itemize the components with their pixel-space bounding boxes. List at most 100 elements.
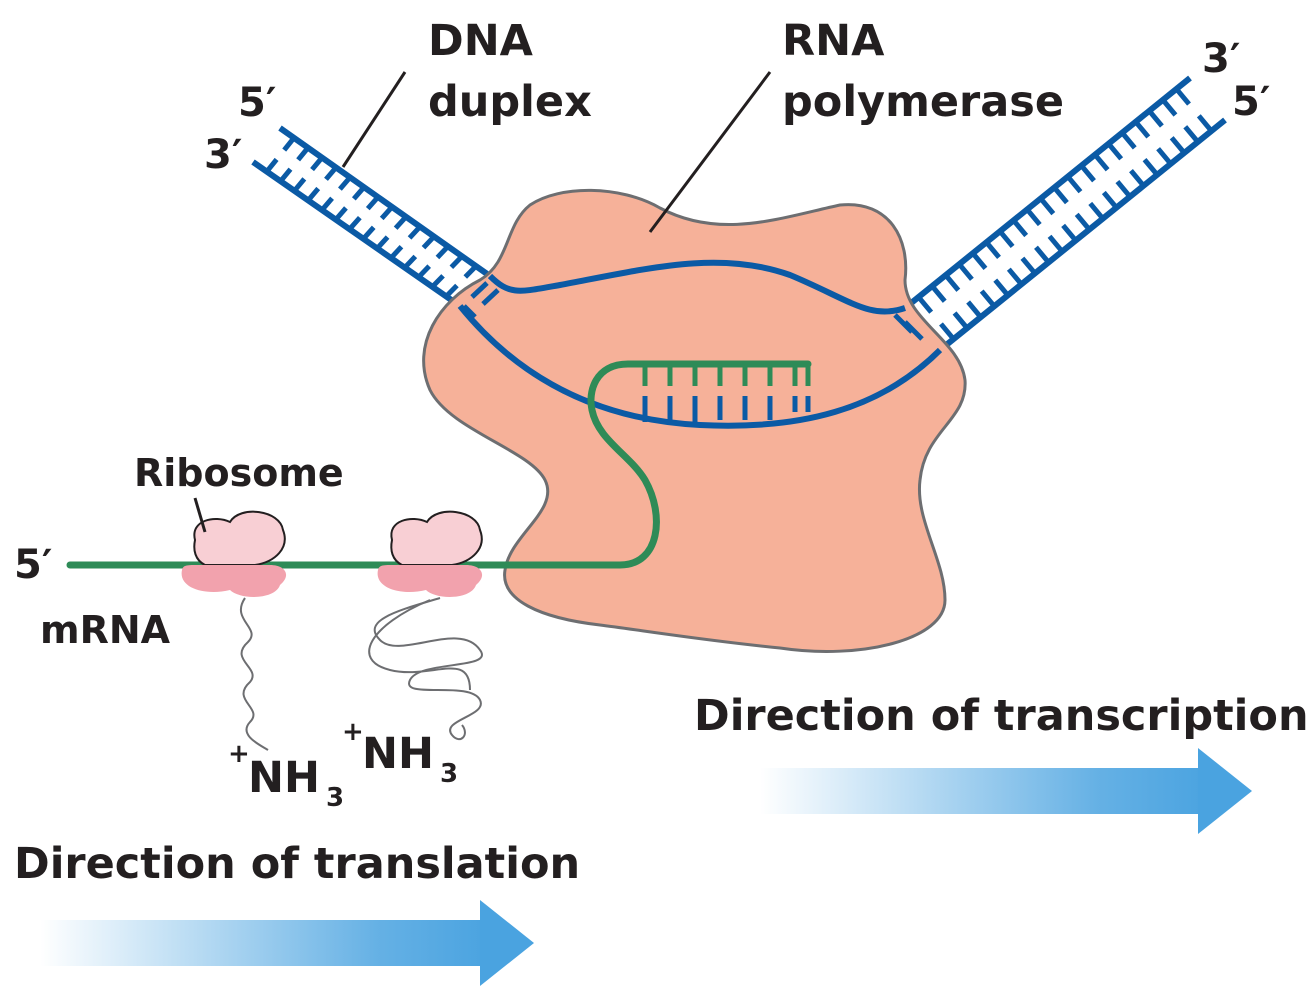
ribosome-label: Ribosome bbox=[134, 451, 344, 495]
dna-base-pair bbox=[957, 262, 974, 281]
dna-base-pair bbox=[444, 283, 459, 299]
dna-base-pairs-right bbox=[916, 87, 1214, 341]
svg-text:+: + bbox=[228, 739, 250, 769]
dna-base-pair bbox=[1183, 125, 1200, 144]
translation-direction-arrow bbox=[40, 900, 534, 986]
right-strand-3prime-label: 3′ bbox=[1202, 36, 1240, 82]
amino-terminus-label-1: + NH 3 bbox=[228, 739, 344, 813]
dna-base-pair bbox=[970, 251, 988, 270]
dna-duplex-left-arm bbox=[251, 125, 492, 309]
direction-of-translation-label: Direction of translation bbox=[14, 839, 580, 889]
dna-base-pair bbox=[365, 195, 380, 211]
right-strand-5prime-label: 5′ bbox=[1232, 79, 1270, 125]
svg-text:+: + bbox=[342, 717, 364, 747]
amino-terminus-label-2: + NH 3 bbox=[342, 717, 458, 789]
dna-base-pair bbox=[338, 175, 352, 191]
dna-base-pair bbox=[389, 245, 404, 260]
dna-base-pair bbox=[1156, 147, 1173, 166]
rna-transcript bbox=[66, 360, 812, 569]
dna-base-pair bbox=[943, 273, 961, 292]
dna-base-pair bbox=[435, 244, 450, 260]
dna-base-pair bbox=[1038, 196, 1056, 216]
dna-base-pair bbox=[393, 215, 408, 230]
dna-base-pairs-left bbox=[264, 136, 478, 299]
dna-base-pair bbox=[1034, 245, 1051, 264]
dna-base-pair bbox=[361, 225, 376, 241]
dna-base-pair bbox=[1020, 256, 1037, 275]
dna-base-pair bbox=[1011, 218, 1029, 238]
dna-base-pair bbox=[278, 167, 293, 183]
ribosome-1 bbox=[181, 510, 287, 751]
dna-base-pair bbox=[1147, 109, 1164, 128]
dna-base-pair bbox=[320, 196, 334, 212]
dna-base-pair bbox=[1115, 179, 1132, 199]
dna-base-pair bbox=[993, 278, 1010, 297]
dna-base-pair bbox=[306, 186, 321, 203]
left-strand-3prime-label: 3′ bbox=[204, 132, 242, 178]
dna-base-pair bbox=[1106, 142, 1124, 161]
dna-base-pair bbox=[1047, 234, 1065, 254]
dna-base-pair bbox=[310, 156, 324, 172]
dna-base-pair bbox=[1120, 131, 1137, 150]
transcription-bubble bbox=[457, 259, 943, 429]
direction-of-transcription-label: Direction of transcription bbox=[694, 691, 1309, 741]
dna-base-pair bbox=[998, 229, 1015, 249]
dna-base-pair bbox=[916, 295, 934, 314]
rna-polymerase-label-line2: polymerase bbox=[782, 77, 1064, 127]
dna-base-pair bbox=[1025, 207, 1042, 227]
mrna-5prime-label: 5′ bbox=[14, 542, 52, 588]
dna-base-pair bbox=[1093, 153, 1110, 172]
dna-base-pair bbox=[449, 254, 464, 269]
dna-duplex-label-line2: duplex bbox=[428, 77, 592, 127]
dna-base-pair bbox=[1088, 201, 1105, 221]
dna-base-pair bbox=[379, 205, 394, 221]
left-strand-5prime-label: 5′ bbox=[238, 80, 276, 126]
dna-base-pair bbox=[402, 254, 418, 270]
dna-base-pair bbox=[966, 300, 983, 319]
rna-polymerase-label-line1: RNA bbox=[782, 16, 885, 66]
dna-base-pair bbox=[1174, 87, 1191, 106]
dna-base-pair bbox=[1074, 212, 1092, 232]
dna-base-pair bbox=[421, 234, 436, 250]
dna-base-pair bbox=[1169, 136, 1187, 155]
dna-base-pair bbox=[1065, 174, 1083, 194]
dna-base-pair bbox=[930, 284, 947, 303]
dna-base-pair bbox=[375, 235, 390, 251]
dna-base-pair bbox=[292, 177, 307, 193]
dna-base-pair bbox=[333, 206, 348, 222]
dna-base-pair bbox=[1196, 114, 1214, 133]
dna-base-pair bbox=[984, 240, 1001, 260]
svg-text:NH: NH bbox=[248, 753, 320, 803]
rna-dna-hybrid-pairs bbox=[642, 364, 811, 422]
svg-text:3: 3 bbox=[440, 759, 458, 789]
dna-base-pair bbox=[347, 215, 362, 231]
leader-lines bbox=[193, 71, 772, 533]
dna-base-pair bbox=[296, 146, 310, 162]
dna-base-pair bbox=[282, 136, 296, 152]
dna-base-pair bbox=[952, 311, 970, 330]
dna-base-pair bbox=[1006, 267, 1024, 286]
dna-base-pair bbox=[1052, 185, 1069, 205]
dna-base-pair bbox=[351, 185, 366, 201]
bubble-edge-ticks bbox=[462, 281, 924, 341]
dna-base-pair bbox=[939, 322, 956, 341]
svg-text:NH: NH bbox=[362, 729, 434, 779]
dna-base-pair bbox=[1160, 98, 1178, 117]
dna-base-pair bbox=[324, 165, 338, 181]
dna-base-pair bbox=[407, 224, 422, 240]
mrna-label: mRNA bbox=[40, 608, 171, 652]
dna-base-pair bbox=[1129, 168, 1146, 188]
dna-base-pair bbox=[1101, 190, 1119, 210]
dna-base-pair bbox=[1142, 158, 1160, 177]
dna-base-pair bbox=[1079, 164, 1096, 183]
dna-base-pair bbox=[1133, 120, 1151, 139]
dna-base-pair bbox=[463, 264, 478, 279]
dna-base-pair bbox=[264, 157, 279, 174]
svg-text:3: 3 bbox=[326, 783, 344, 813]
ribosome-2 bbox=[368, 510, 483, 741]
dna-base-pair bbox=[430, 274, 445, 289]
transcription-direction-arrow bbox=[760, 748, 1252, 834]
dna-base-pair bbox=[416, 264, 431, 279]
dna-duplex-right-arm bbox=[903, 75, 1227, 353]
